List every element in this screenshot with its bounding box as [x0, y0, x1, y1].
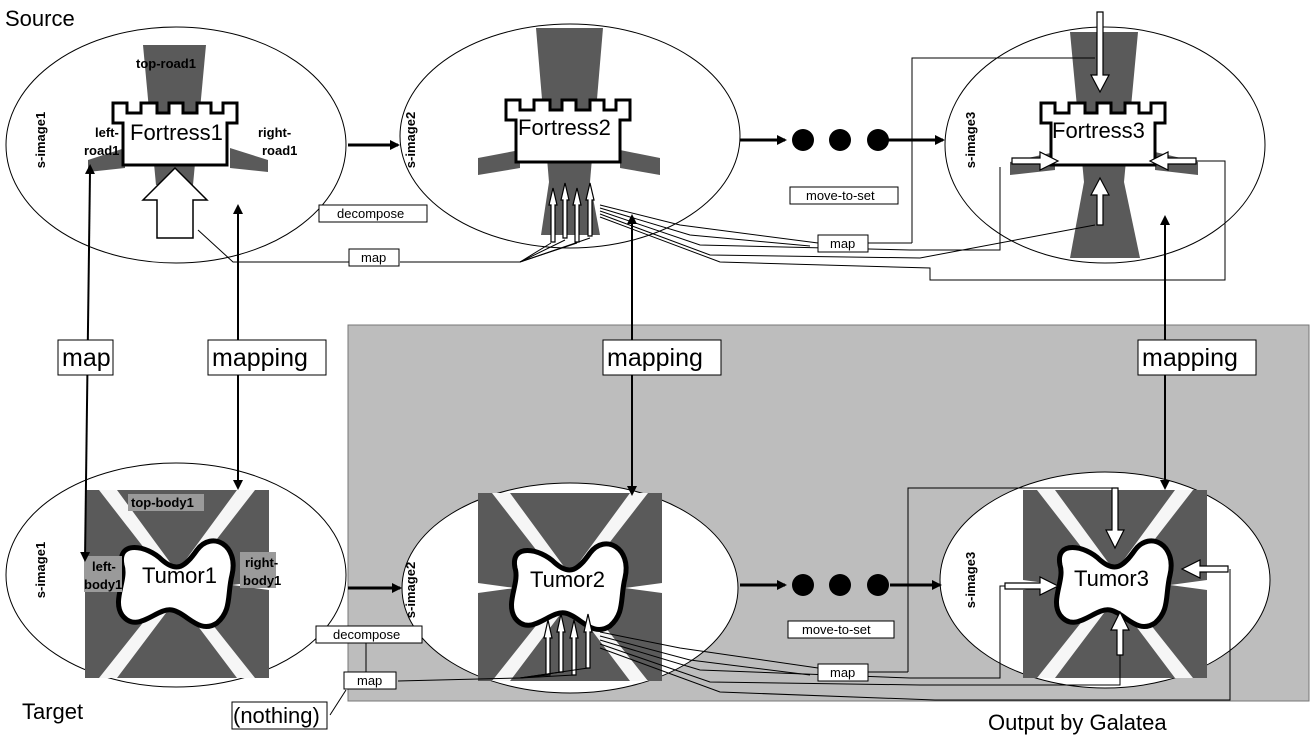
fortress2-label: Fortress2 [518, 115, 611, 140]
right-road1-label-a: right- [258, 125, 291, 140]
source-ellipsis-dots [792, 129, 889, 151]
top-body1-label: top-body1 [131, 495, 194, 510]
tumor2-label: Tumor2 [530, 567, 605, 592]
source-s-image1-label: s-image1 [33, 112, 48, 168]
right-body1-label-b: body1 [243, 573, 281, 588]
target-image1: Tumor1 top-body1 left- body1 right- body… [5, 462, 347, 688]
vertical-map-label: map [62, 344, 111, 372]
source-map-connectors [197, 57, 1226, 281]
vertical-mapping1-label: mapping [212, 344, 308, 372]
source-move-to-set-box [789, 186, 899, 205]
source-s-image3-label: s-image3 [963, 112, 978, 168]
vertical-mapping3-label: mapping [1142, 344, 1238, 372]
left-road1-label-a: left- [95, 125, 119, 140]
vertical-mapping2-box [602, 339, 722, 376]
vertical-map-box [57, 339, 114, 376]
target-s-image1-label: s-image1 [33, 542, 48, 598]
fortress1-label: Fortress1 [130, 120, 223, 145]
source-decompose-label: decompose [337, 206, 404, 221]
target-s-image2-label: s-image2 [403, 562, 418, 618]
vertical-mapping3-box [1137, 339, 1257, 376]
vertical-mapping1-box [207, 339, 327, 376]
left-body1-label-a: left- [92, 559, 116, 574]
source-image3: Fortress3 s-image3 [944, 11, 1266, 264]
source-move-to-set-label: move-to-set [806, 188, 875, 203]
fortress3-label: Fortress3 [1052, 118, 1145, 143]
source-image2: Fortress2 s-image2 [399, 23, 741, 249]
source-map2-box [817, 234, 869, 253]
target-image2: Tumor2 s-image2 [401, 482, 739, 694]
target-s-image3-label: s-image3 [963, 552, 978, 608]
target-image3: Tumor3 s-image3 [939, 471, 1271, 689]
target-map2-box [817, 663, 869, 682]
target-decompose-box [315, 625, 423, 644]
target-ellipsis-dots [792, 574, 889, 596]
source-decompose-box [318, 204, 428, 223]
top-road1-label: top-road1 [136, 56, 196, 71]
source-map-label: map [361, 250, 386, 265]
source-flow-arrows [348, 135, 945, 150]
vertical-mapping2-label: mapping [607, 344, 703, 372]
source-s-image2-label: s-image2 [403, 112, 418, 168]
target-nothing-label: (nothing) [233, 703, 320, 728]
target-map-box [343, 671, 397, 690]
output-label: Output by Galatea [988, 710, 1167, 735]
target-map2-label: map [830, 665, 855, 680]
target-flow-arrows [348, 580, 942, 593]
source-map-box [348, 248, 400, 267]
left-road1-label-b: road1 [84, 143, 119, 158]
source-map2-label: map [830, 236, 855, 251]
source-label: Source [5, 6, 75, 31]
target-decompose-label: decompose [333, 627, 400, 642]
target-nothing-box [231, 701, 328, 730]
source-image1: Fortress1 top-road1 left- road1 right- r… [5, 26, 347, 264]
left-body1-label-b: body1 [84, 577, 122, 592]
right-road1-label-b: road1 [262, 143, 297, 158]
tumor1-label: Tumor1 [142, 563, 217, 588]
target-move-to-set-box [787, 620, 895, 639]
right-body1-label-a: right- [245, 555, 278, 570]
target-move-to-set-label: move-to-set [802, 622, 871, 637]
target-map-label: map [357, 673, 382, 688]
tumor3-label: Tumor3 [1074, 566, 1149, 591]
target-map-connectors [329, 487, 1231, 716]
target-label: Target [22, 699, 83, 724]
